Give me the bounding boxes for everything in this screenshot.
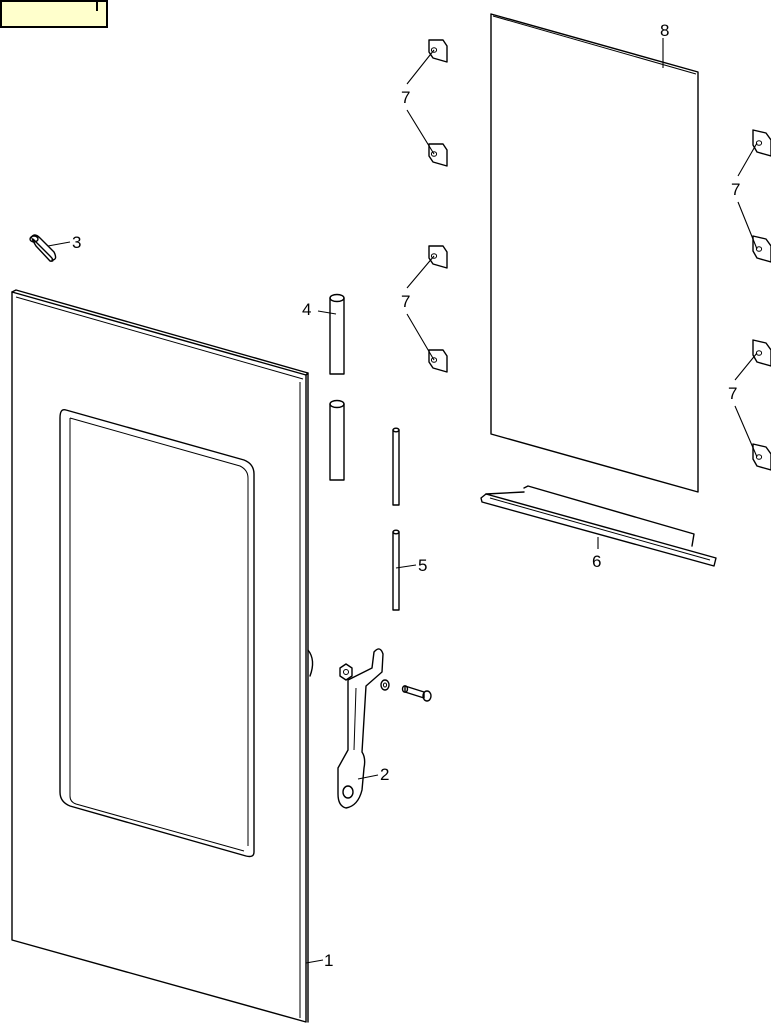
callout-8: 8 <box>660 21 669 40</box>
clip-right-bottom-2[interactable] <box>752 443 771 471</box>
thin-pin-lower[interactable] <box>392 529 400 611</box>
leader-1 <box>305 959 324 964</box>
clip-left-top-2[interactable] <box>428 143 448 167</box>
leader-7d <box>734 352 758 458</box>
leader-3 <box>47 241 71 247</box>
tab-notch <box>96 2 98 11</box>
small-pin[interactable] <box>29 234 57 262</box>
leader-7b <box>406 255 435 361</box>
door-panel[interactable] <box>11 289 314 1023</box>
callout-1: 1 <box>324 951 333 970</box>
glass-channel[interactable] <box>480 485 717 567</box>
glass-pane[interactable] <box>490 13 699 493</box>
washer[interactable] <box>380 679 390 691</box>
leader-lines <box>47 38 758 964</box>
hinge-rod-lower[interactable] <box>329 399 345 481</box>
clip-right-top-2[interactable] <box>752 235 771 263</box>
title-tab[interactable] <box>0 0 108 28</box>
clip-left-top-1[interactable] <box>428 39 448 63</box>
hex-nut[interactable] <box>339 663 353 681</box>
callout-7c: 7 <box>731 180 740 199</box>
callout-3: 3 <box>72 233 81 252</box>
callout-5: 5 <box>418 556 427 575</box>
callout-2: 2 <box>380 765 389 784</box>
clip-left-bottom-2[interactable] <box>428 349 448 373</box>
clip-right-bottom-1[interactable] <box>752 339 771 367</box>
callout-6: 6 <box>592 552 601 571</box>
leader-4 <box>317 310 337 315</box>
clip-right-top-1[interactable] <box>752 129 771 157</box>
leader-7c <box>737 142 758 250</box>
pin-bolt[interactable] <box>401 685 432 702</box>
leader-2 <box>357 774 379 780</box>
thin-pin-upper[interactable] <box>392 427 400 506</box>
callout-4: 4 <box>302 300 311 319</box>
callout-7a: 7 <box>401 88 410 107</box>
clip-left-bottom-1[interactable] <box>428 245 448 269</box>
hinge-rod-upper[interactable] <box>329 293 345 375</box>
leader-5 <box>395 564 417 569</box>
latch-plate[interactable] <box>337 648 384 809</box>
callout-7d: 7 <box>728 384 737 403</box>
callout-7b: 7 <box>401 292 410 311</box>
leader-7a <box>406 49 435 155</box>
